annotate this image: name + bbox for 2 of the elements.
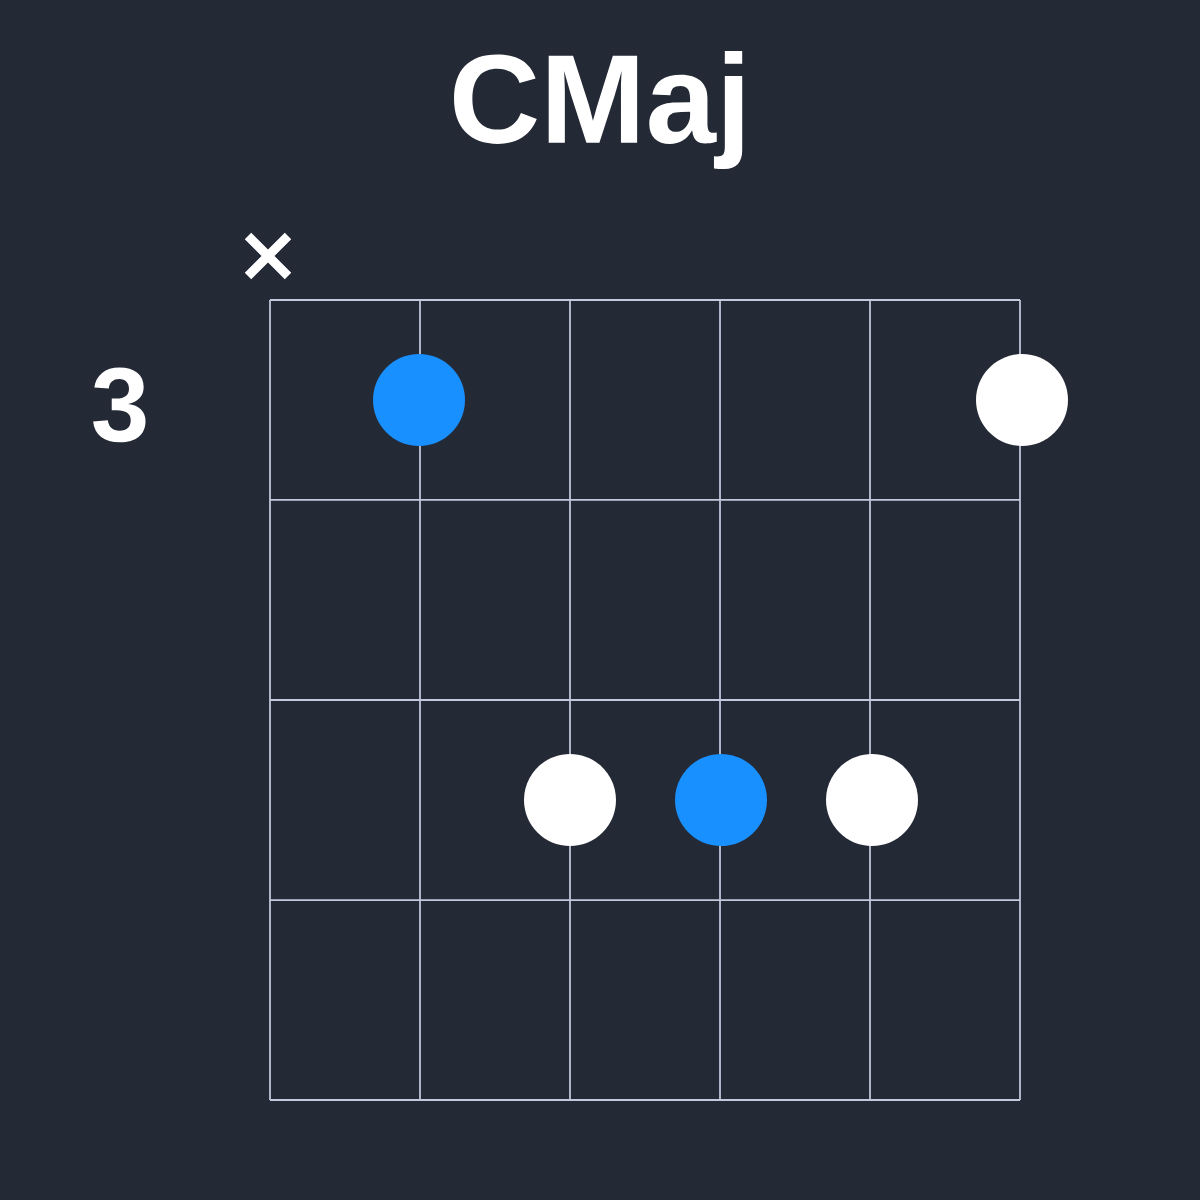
- chord-title: CMaj: [454, 51, 743, 169]
- fret-number: 3: [93, 367, 146, 443]
